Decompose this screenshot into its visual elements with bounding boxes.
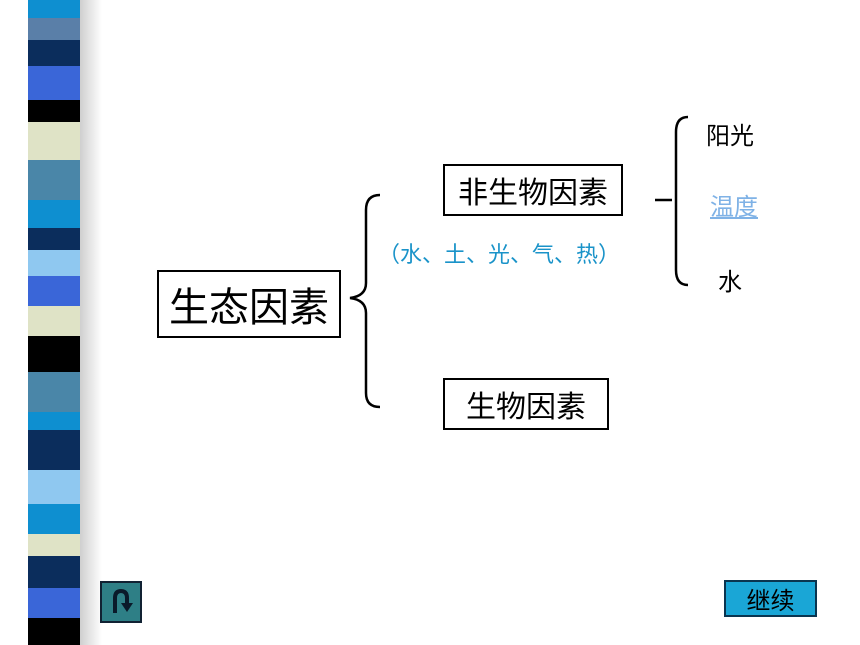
sunlight-label: 阳光 [706,122,754,150]
back-button[interactable] [100,581,142,623]
biotic-factors-label: 生物因素 [466,390,586,425]
water-label: 水 [718,268,742,296]
ecological-factors-box: 生态因素 [157,270,341,338]
root-curly-brace [349,193,381,409]
biotic-factors-box: 生物因素 [443,378,609,430]
temperature-link[interactable]: 温度 [710,193,758,221]
abiotic-factors-box: 非生物因素 [443,164,623,216]
abiotic-examples-text: （水、土、光、气、热） [378,243,621,268]
u-turn-arrow-icon [113,588,133,613]
ecological-factors-label: 生态因素 [169,285,329,331]
stripe-shadow [80,0,102,645]
abiotic-factors-label: 非生物因素 [458,176,608,211]
decorative-stripe-bar [28,0,80,645]
continue-button[interactable]: 继续 [724,580,817,617]
abiotic-bracket [655,115,689,287]
